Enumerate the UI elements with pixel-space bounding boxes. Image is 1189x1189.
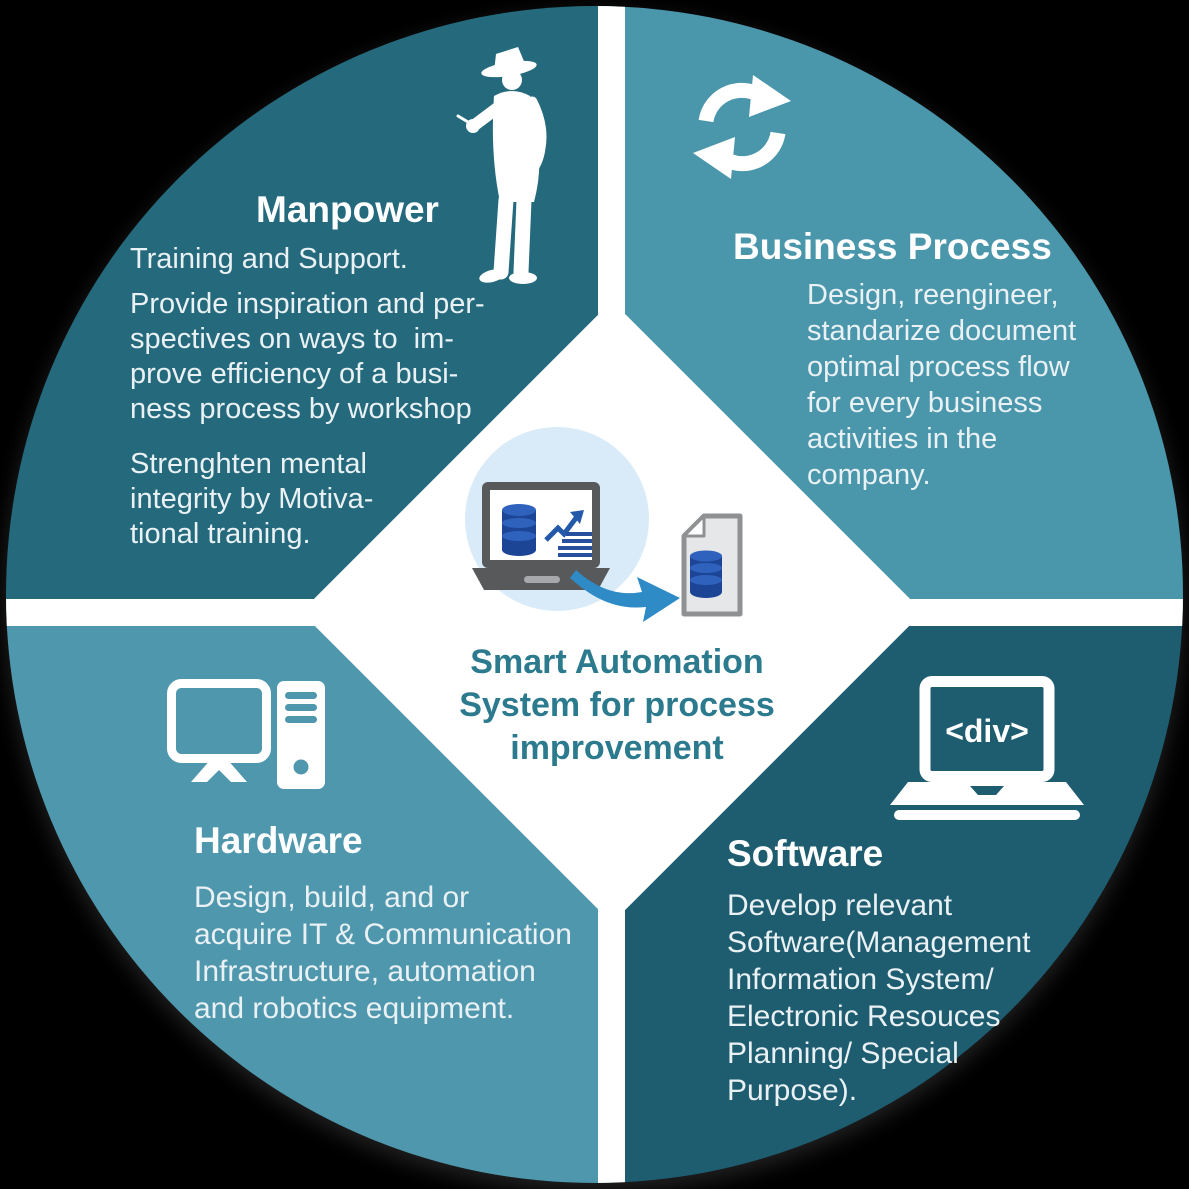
hardware-paragraph: Design, build, and or acquire IT & Commu…	[194, 881, 572, 1025]
software-title: Software	[727, 833, 884, 874]
software-paragraph: Develop relevant Software(Management Inf…	[727, 889, 1031, 1107]
database-icon	[502, 504, 536, 556]
transfer-arrow-icon	[570, 570, 680, 622]
manpower-title: Manpower	[256, 189, 439, 230]
document-icon	[681, 513, 743, 617]
manpower-lead: Training and Support.	[130, 243, 408, 275]
laptop-database-to-document-icon	[465, 427, 743, 622]
business-process-paragraph: Design, reengineer, standarize document …	[807, 279, 1077, 491]
desktop-computer-icon	[167, 679, 325, 789]
man-silhouette-icon	[456, 47, 547, 284]
sync-arrows-icon	[693, 75, 791, 179]
center-caption: Smart Automation System for process impr…	[459, 643, 775, 767]
hardware-title: Hardware	[194, 820, 363, 861]
chart-up-icon	[544, 510, 592, 557]
business-process-title: Business Process	[733, 226, 1052, 267]
manpower-paragraph-1: Provide inspiration and per- spectives o…	[130, 288, 485, 425]
laptop-screen-code-text: <div>	[945, 713, 1029, 749]
laptop-code-icon: <div>	[890, 676, 1084, 820]
manpower-paragraph-2: Strenghten mental integrity by Motiva- t…	[130, 448, 374, 550]
